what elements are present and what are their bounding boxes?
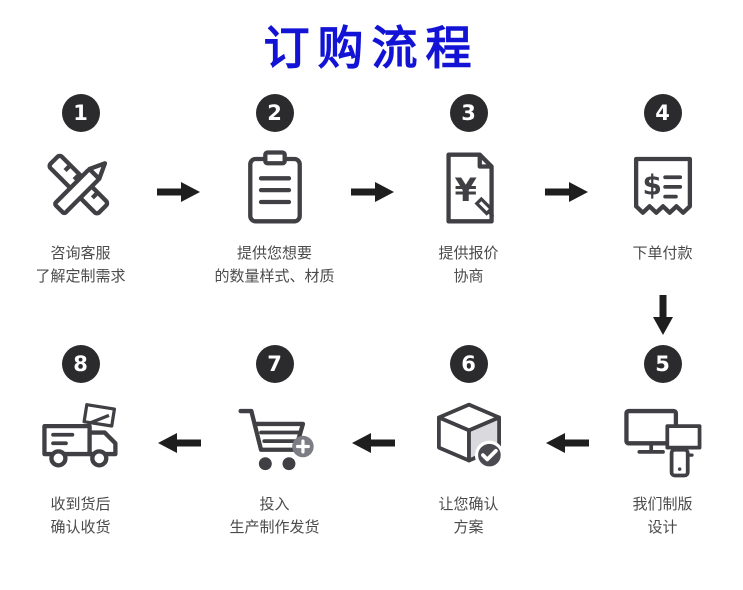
step-2: 2 提供您想要 的数量样式、材质	[199, 94, 351, 289]
step-label: 下单付款	[632, 242, 692, 288]
arrow-right-icon	[350, 94, 394, 204]
delivery-truck-icon	[38, 389, 124, 489]
step-label: 提供报价 协商	[438, 242, 498, 289]
step-label: 我们制版 设计	[632, 493, 692, 540]
design-devices-icon	[620, 389, 706, 489]
step-6: 6 让您确认 方案	[393, 344, 545, 540]
step-label-line: 方案	[453, 517, 484, 536]
page-title: 订购流程	[263, 21, 480, 75]
step-number-badge: 8	[61, 344, 100, 383]
step-label-line: 咨询客服	[50, 244, 111, 262]
arrow-left-icon	[545, 345, 589, 455]
step-label-line: 投入	[259, 494, 290, 513]
shopping-cart-icon	[232, 389, 318, 489]
step-label-line: 设计	[647, 517, 678, 536]
arrow-left-icon	[157, 345, 201, 455]
down-arrow-row	[0, 294, 743, 335]
step-number-badge: 5	[643, 344, 682, 383]
pencil-ruler-icon	[38, 138, 124, 238]
step-5: 5 我们制版 设计	[587, 344, 739, 540]
step-label-line: 收到货后	[50, 494, 111, 513]
clipboard-icon	[232, 138, 318, 238]
svg-text:¥: ¥	[454, 171, 477, 209]
step-label-line: 的数量样式、材质	[214, 267, 335, 286]
arrow-right-icon	[544, 94, 588, 204]
step-label-line: 协商	[453, 267, 484, 286]
svg-text:$: $	[642, 168, 661, 201]
step-label-line: 让您确认	[438, 494, 499, 513]
step-label-line: 下单付款	[632, 244, 693, 262]
step-label: 收到货后 确认收货	[50, 493, 110, 540]
flow-row-top: 1 咨询客服 了解定制需求 2	[0, 94, 743, 289]
step-label-line: 提供您想要	[236, 244, 312, 262]
step-label-line: 确认收货	[50, 517, 111, 536]
step-label: 投入 生产制作发货	[229, 493, 319, 540]
step-7: 7 投入 生产制作发货	[199, 344, 351, 540]
flow-row-bottom: 8 收到货后 确认收货 7	[0, 344, 743, 540]
step-label-line: 我们制版	[632, 494, 693, 513]
step-label: 提供您想要 的数量样式、材质	[214, 242, 334, 289]
step-label-line: 提供报价	[438, 244, 499, 262]
step-number-badge: 4	[643, 94, 682, 132]
step-number-badge: 7	[255, 344, 294, 383]
step-4: 4 $ 下单付款	[587, 94, 739, 288]
quote-document-icon: ¥	[426, 138, 512, 238]
receipt-payment-icon: $	[620, 138, 706, 238]
step-number-badge: 2	[255, 94, 294, 132]
step-8: 8 收到货后 确认收货	[5, 344, 157, 540]
step-label-line: 了解定制需求	[35, 267, 126, 286]
step-1: 1 咨询客服 了解定制需求	[5, 94, 157, 289]
arrow-left-icon	[351, 345, 395, 455]
step-3: 3 ¥ 提供报价 协商	[393, 94, 545, 289]
step-number-badge: 1	[61, 94, 100, 132]
step-number-badge: 3	[449, 94, 488, 132]
step-label: 让您确认 方案	[438, 493, 498, 540]
confirm-box-icon	[426, 389, 512, 489]
arrow-right-icon	[156, 94, 200, 204]
step-label-line: 生产制作发货	[229, 517, 320, 536]
arrow-down-icon	[587, 294, 739, 335]
step-label: 咨询客服 了解定制需求	[35, 242, 125, 289]
step-number-badge: 6	[449, 344, 488, 383]
